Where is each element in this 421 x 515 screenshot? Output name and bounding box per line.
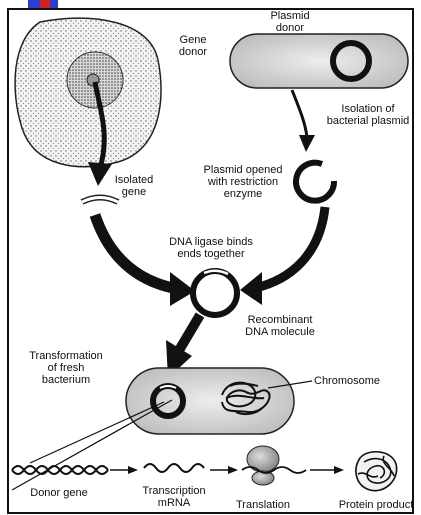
gene-pointer-lines bbox=[12, 400, 172, 490]
mrna-strand bbox=[144, 464, 204, 472]
donor-gene-helix bbox=[12, 466, 108, 474]
gene-donor-cell bbox=[15, 18, 161, 167]
transcription-label: Transcription mRNA bbox=[132, 485, 216, 509]
arrow-mrna-to-translation bbox=[210, 466, 238, 474]
protein-product-shape bbox=[356, 452, 397, 491]
plasmid-donor-label: Plasmid donor bbox=[258, 10, 322, 34]
opened-plasmid bbox=[296, 163, 334, 201]
corner-accent bbox=[28, 0, 58, 9]
donor-gene-label: Donor gene bbox=[14, 487, 104, 499]
ribosome bbox=[242, 446, 306, 485]
translation-label: Translation bbox=[226, 499, 300, 511]
dna-ligase-label: DNA ligase binds ends together bbox=[156, 236, 266, 260]
arrow-translation-to-protein bbox=[310, 466, 344, 474]
isolated-gene-label: Isolated gene bbox=[108, 174, 160, 198]
isolation-plasmid-label: Isolation of bacterial plasmid bbox=[316, 103, 420, 127]
plasmid-donor-bacterium bbox=[230, 34, 408, 88]
arrow-plasmid-isolation bbox=[292, 90, 315, 152]
recombinant-dna-label: Recombinant DNA molecule bbox=[238, 314, 322, 338]
protein-product-label: Protein product bbox=[332, 499, 420, 511]
chromosome-label: Chromosome bbox=[314, 375, 380, 387]
isolated-gene-fragment bbox=[82, 198, 118, 203]
recombinant-dna-molecule bbox=[193, 271, 237, 315]
gene-donor-label: Gene donor bbox=[168, 34, 218, 58]
transformation-label: Transformation of fresh bacterium bbox=[18, 350, 114, 386]
arrow-gene-to-recombinant bbox=[95, 215, 195, 306]
arrow-gene-to-mrna bbox=[110, 466, 138, 474]
plasmid-opened-label: Plasmid opened with restriction enzyme bbox=[196, 164, 290, 200]
